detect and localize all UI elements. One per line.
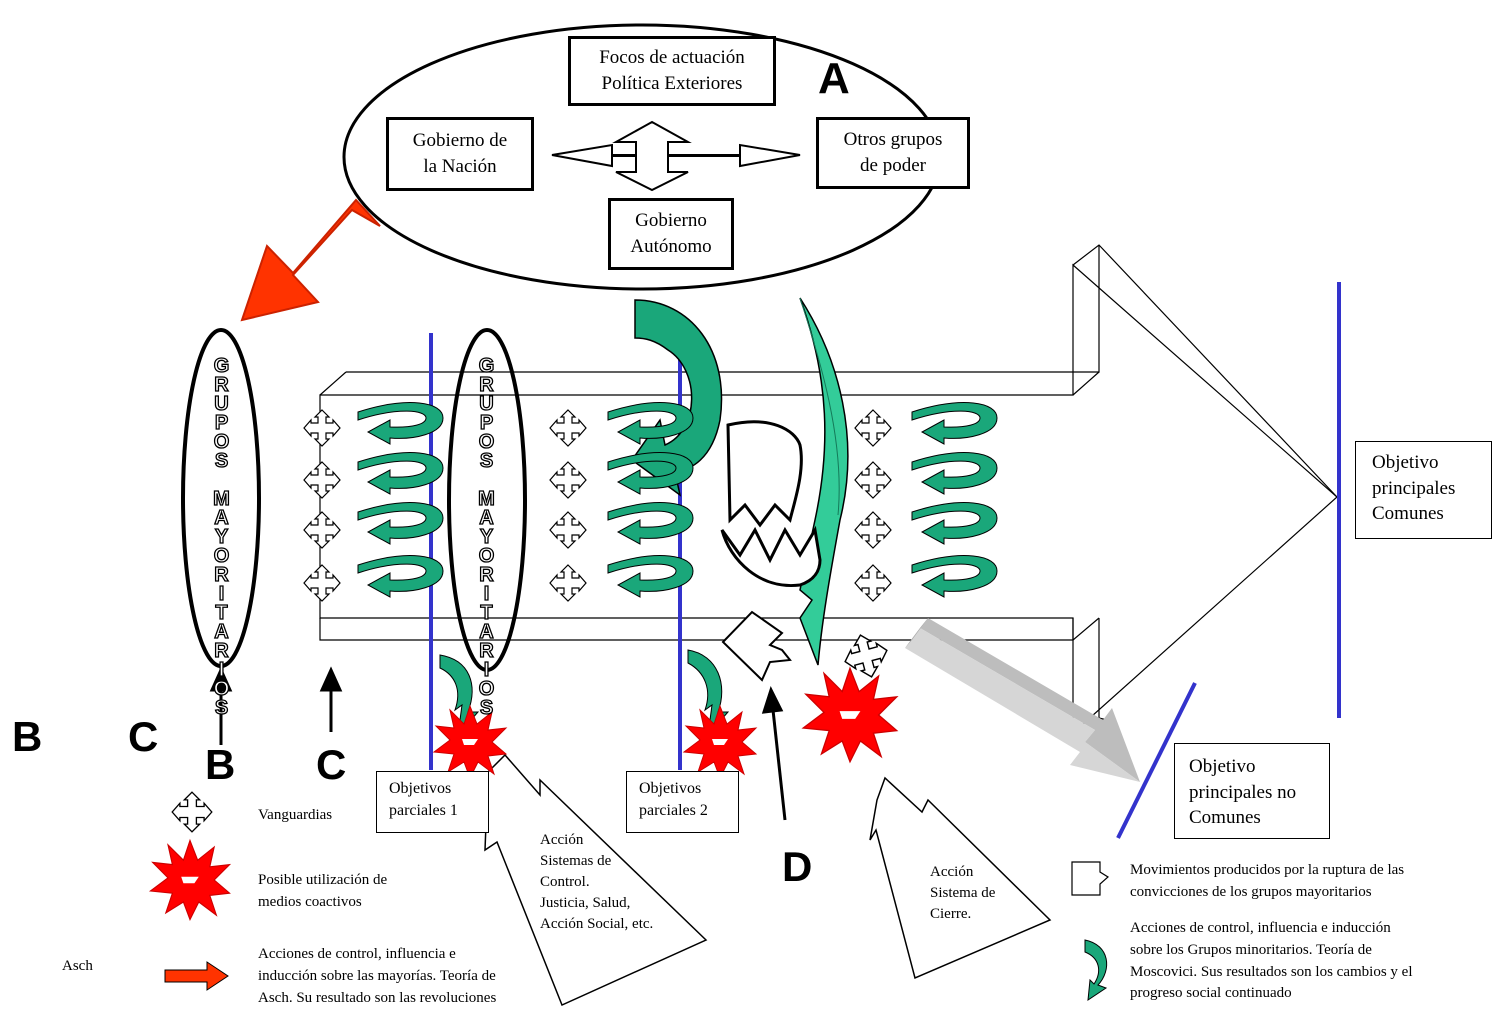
legend-vanguard-icon: [171, 791, 213, 833]
no-comunes-box: Objetivo principales no Comunes: [1174, 743, 1330, 839]
moscovici-curve-arrow-1: [630, 299, 723, 497]
label-b-large: B: [12, 713, 43, 760]
curve-arrow-shade: [799, 297, 840, 516]
objetivos-2-box: Objetivos parciales 2: [626, 771, 739, 833]
label-a: A: [818, 54, 850, 103]
gobierno-autonomo-box: Gobierno Autónomo: [608, 198, 734, 270]
legend-asch-tag: Asch: [62, 958, 93, 974]
comunes-box: Objetivo principales Comunes: [1355, 441, 1492, 539]
moscovici-curve-arrow-2: [799, 297, 849, 666]
grupos-text-1: GRUPOS MAYORITARIOS: [210, 354, 233, 716]
label-c-small: C: [316, 741, 347, 788]
coercion-burst-2: [683, 705, 757, 779]
grupos-ellipse-2: [447, 328, 527, 672]
cierre-callout-shape: [869, 776, 1052, 980]
grupos-text-2: GRUPOS MAYORITARIOS: [475, 354, 498, 716]
legend-vanguardias: Vanguardias: [258, 807, 333, 823]
legend-asch-arrow-icon: [164, 961, 229, 991]
objetivos-1-box: Objetivos parciales 1: [376, 771, 489, 833]
ruptura-arrow: [721, 610, 792, 682]
pointer-arrows: [209, 666, 787, 821]
otros-grupos-box: Otros grupos de poder: [816, 117, 970, 189]
grupos-label-1: GRUPOS MAYORITARIOS: [206, 354, 236, 720]
focos-box: Focos de actuación Política Exteriores: [568, 36, 776, 106]
legend-moscovici-icon: [1084, 939, 1108, 1002]
legend-ruptura: Movimientos producidos por la ruptura de…: [1130, 862, 1405, 900]
legend-coactivos: Posible utilización de medios coactivos: [258, 872, 388, 910]
control-callout-text: Acción Sistemas de Control. Justicia, Sa…: [540, 832, 654, 932]
control-callout-shape: [484, 753, 708, 1007]
legend-moscovici: Acciones de control, influencia e inducc…: [1130, 920, 1413, 1002]
label-b-small: B: [205, 741, 236, 788]
cierre-callout-text: Acción Sistema de Cierre.: [930, 864, 996, 922]
jaw-shape: [720, 420, 822, 588]
legend-asch-text: Acciones de control, influencia e inducc…: [258, 946, 497, 1006]
grey-divergence-arrow: [905, 618, 1140, 782]
legend-ruptura-icon: [1071, 861, 1110, 896]
coercion-burst-3: [802, 667, 898, 763]
grupos-label-2: GRUPOS MAYORITARIOS: [471, 354, 501, 720]
asch-red-arrow: [240, 198, 381, 322]
grupos-ellipse-1: [181, 328, 261, 668]
no-comunes-line: [1116, 682, 1197, 839]
label-c-large: C: [128, 713, 159, 760]
gobierno-nacion-box: Gobierno de la Nación: [386, 117, 534, 191]
legend-burst-icon: [149, 839, 231, 921]
four-way-arrow-icon: [551, 120, 801, 192]
label-d: D: [782, 843, 813, 890]
